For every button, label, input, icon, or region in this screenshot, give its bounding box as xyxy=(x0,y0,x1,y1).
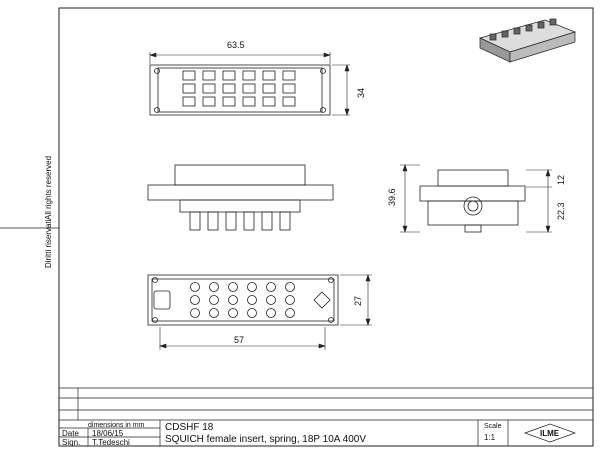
contact-slot xyxy=(202,70,216,81)
contact-grid-bottom xyxy=(190,282,295,318)
contact-hole xyxy=(209,308,219,318)
contact-slot xyxy=(222,96,236,107)
ilme-logo: ILME xyxy=(540,429,560,438)
title-block xyxy=(59,387,593,446)
dim-top-width-label: 63.5 xyxy=(227,40,245,50)
contact-grid-top xyxy=(182,70,296,107)
part-code: CDSHF 18 xyxy=(165,422,214,433)
rights-text-italian: Diritti riservati xyxy=(44,219,53,268)
units-note: dimensions in mm xyxy=(88,422,145,429)
contact-hole xyxy=(266,282,276,292)
contact-hole xyxy=(228,308,238,318)
contact-legs-front xyxy=(189,211,291,231)
isometric-view xyxy=(478,18,577,63)
dim-side xyxy=(400,164,552,233)
contact-leg xyxy=(261,211,273,231)
contact-leg xyxy=(207,211,219,231)
iso-contact xyxy=(549,18,557,26)
contact-hole xyxy=(190,295,200,305)
contact-hole xyxy=(209,282,219,292)
contact-leg xyxy=(225,211,237,231)
contact-slot xyxy=(182,96,196,107)
iso-contact xyxy=(537,21,545,29)
contact-leg xyxy=(189,211,201,231)
contact-hole xyxy=(285,282,295,292)
contact-slot xyxy=(222,70,236,81)
contact-slot xyxy=(262,70,276,81)
front-view xyxy=(147,164,334,231)
contact-slot xyxy=(262,83,276,94)
contact-slot xyxy=(282,96,296,107)
contact-hole xyxy=(247,282,257,292)
contact-slot xyxy=(182,83,196,94)
contact-slot xyxy=(182,70,196,81)
dim-top-height xyxy=(332,64,350,116)
contact-hole xyxy=(228,282,238,292)
contact-hole xyxy=(285,295,295,305)
sheet-frame xyxy=(58,7,594,447)
contact-hole xyxy=(228,295,238,305)
sign-value: T.Tedeschi xyxy=(92,438,130,447)
iso-contact xyxy=(501,30,509,38)
dim-side-small-label: 12 xyxy=(556,174,566,185)
contact-hole xyxy=(266,308,276,318)
contact-hole xyxy=(247,295,257,305)
dim-side-lower-label: 22.3 xyxy=(556,202,566,220)
contact-slot xyxy=(242,96,256,107)
side-view xyxy=(419,169,526,233)
dim-bottom xyxy=(159,274,372,350)
contact-slot xyxy=(242,83,256,94)
part-description: SQUICH female insert, spring, 18P 10A 40… xyxy=(165,434,367,445)
dim-top-height-label: 34 xyxy=(356,87,366,98)
dim-bottom-height-label: 27 xyxy=(353,295,363,306)
contact-slot xyxy=(262,96,276,107)
iso-contact xyxy=(489,33,497,41)
iso-contact xyxy=(525,24,533,32)
contact-hole xyxy=(285,308,295,318)
contact-hole xyxy=(190,282,200,292)
contact-slot xyxy=(202,83,216,94)
contact-slot xyxy=(222,83,236,94)
contact-hole xyxy=(247,308,257,318)
iso-contact xyxy=(513,27,521,35)
contact-slot xyxy=(282,83,296,94)
contact-slot xyxy=(282,70,296,81)
contact-slot xyxy=(202,96,216,107)
dim-top-width xyxy=(149,52,331,64)
contact-leg xyxy=(279,211,291,231)
bottom-view xyxy=(147,274,339,326)
contact-slot xyxy=(242,70,256,81)
top-view xyxy=(149,64,331,116)
contact-hole xyxy=(209,295,219,305)
scale-value: 1:1 xyxy=(484,433,496,442)
contact-hole xyxy=(190,308,200,318)
contact-hole xyxy=(266,295,276,305)
scale-label: Scale xyxy=(484,423,502,430)
dim-bottom-width-label: 57 xyxy=(234,335,245,345)
date-value: 18/06/15 xyxy=(92,429,124,438)
date-label: Date xyxy=(62,429,79,438)
sign-label: Sign. xyxy=(62,438,81,447)
rights-text-english: All rights reserved xyxy=(44,155,53,220)
dim-side-height-label: 39.6 xyxy=(387,188,397,206)
contact-leg xyxy=(243,211,255,231)
